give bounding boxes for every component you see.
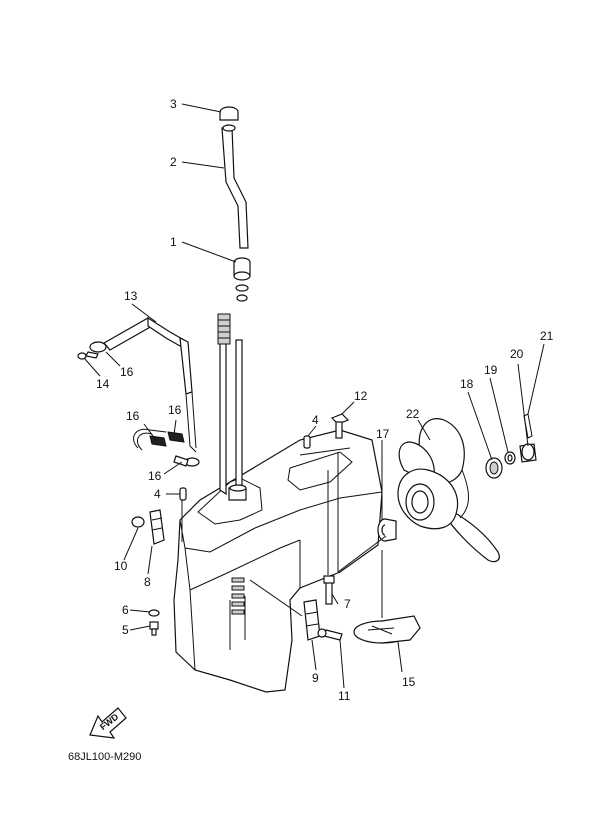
drive-shaft (217, 313, 231, 496)
callout-8: 9 (312, 671, 319, 685)
callout-1: 1 (170, 235, 177, 249)
lower-unit-housing (173, 429, 383, 693)
propeller-hub-parts (377, 413, 537, 542)
trim-tab-anode (353, 615, 421, 644)
callout-9: 8 (144, 575, 151, 589)
alignment-guides (181, 452, 387, 618)
callout-3: 3 (170, 97, 177, 111)
callout-17: 17 (376, 427, 390, 441)
propeller (397, 418, 500, 563)
hose-clips (149, 431, 200, 467)
callout-22: 22 (406, 407, 420, 421)
callout-16b: 16 (126, 409, 140, 423)
leader-lines (83, 103, 545, 689)
callout-19: 19 (484, 363, 498, 377)
callout-labels: 3 2 1 13 16 14 16 16 16 4 4 12 17 22 18 … (96, 97, 554, 703)
callout-15: 14 (96, 377, 110, 391)
callout-6: 6 (122, 603, 129, 617)
callout-13: 12 (354, 389, 368, 403)
callout-5: 5 (122, 623, 129, 637)
callout-7: 7 (344, 597, 351, 611)
callout-11: 10 (114, 559, 128, 573)
callout-16a: 16 (120, 365, 134, 379)
fwd-arrow: FWD (89, 707, 127, 739)
breather-hose (77, 316, 197, 453)
dowel-pins (179, 435, 311, 501)
callout-12: 15 (402, 675, 416, 689)
water-tube-assembly (219, 106, 251, 501)
callout-16d: 16 (148, 469, 162, 483)
callout-18: 18 (460, 377, 474, 391)
callout-4a: 4 (312, 413, 319, 427)
callout-20: 20 (510, 347, 524, 361)
callout-2: 2 (170, 155, 177, 169)
callout-16c: 16 (168, 403, 182, 417)
water-intake-grille (231, 577, 245, 615)
callout-4b: 4 (154, 487, 161, 501)
callout-14: 13 (124, 289, 138, 303)
callout-21: 21 (540, 329, 554, 343)
fastener-parts (131, 413, 350, 641)
drawing-code: 68JL100-M290 (68, 751, 141, 763)
callout-10: 11 (338, 689, 351, 703)
